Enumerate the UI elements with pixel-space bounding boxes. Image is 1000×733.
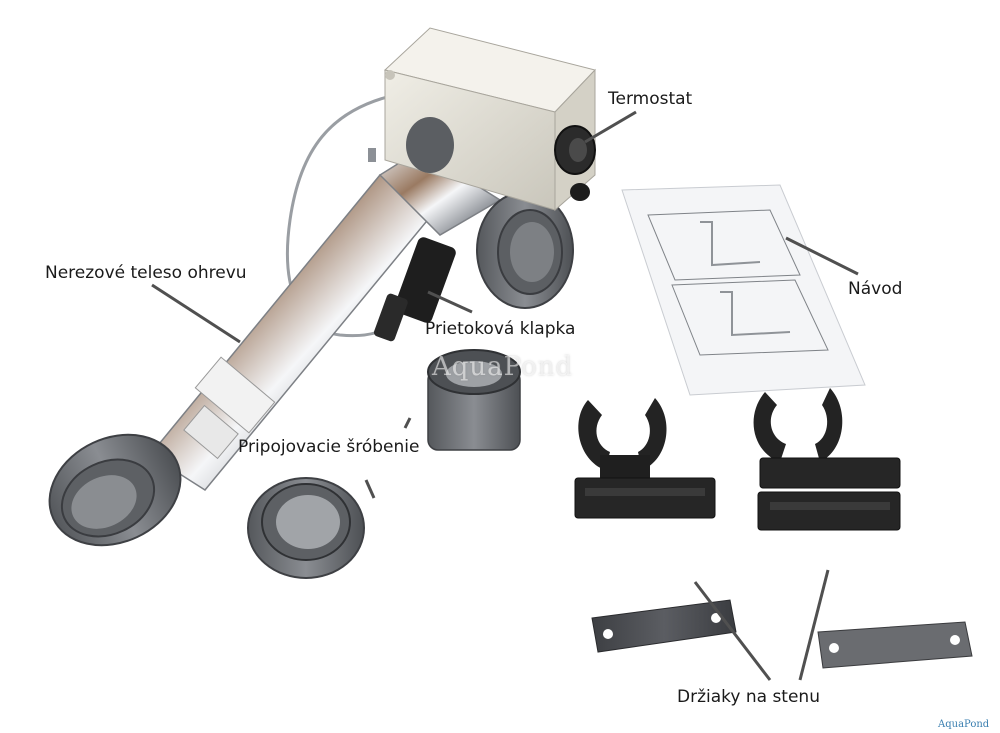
label-heating-body: Nerezové teleso ohrevu: [45, 263, 247, 283]
pipe-clamp-right: [753, 388, 901, 531]
wall-plate-left: [591, 599, 737, 653]
label-connector-unions: Pripojovacie šróbenie: [238, 437, 420, 457]
leader-navod: [785, 236, 859, 276]
manual-booklet: [621, 184, 866, 396]
label-manual: Návod: [848, 279, 903, 299]
connector-union-upper: [427, 349, 521, 451]
pipe-clamp-left: [574, 398, 716, 519]
connector-union-lower: [247, 477, 365, 579]
power-cable: [285, 93, 397, 338]
leader-drziaky-right: [798, 569, 830, 681]
label-thermostat: Termostat: [608, 89, 693, 109]
outlet-union: [476, 191, 574, 309]
label-flow-switch: Prietoková klapka: [425, 319, 576, 339]
wall-plate-right: [817, 621, 973, 669]
leader-srobenie: [364, 479, 376, 499]
leader-teleso: [151, 283, 241, 344]
leader-srobenie-upper: [403, 417, 412, 429]
leader-termostat: [584, 110, 637, 144]
stainless-heating-body: [148, 148, 502, 491]
tube-end-union: [48, 433, 182, 547]
label-wall-brackets: Držiaky na stenu: [677, 687, 820, 707]
leader-klapka: [427, 290, 473, 314]
flow-switch: [373, 237, 456, 342]
thermostat-box: [383, 27, 596, 212]
leader-drziaky-left: [693, 581, 772, 681]
leader-lines: [151, 110, 859, 681]
watermark-logo-corner: AquaPond: [938, 719, 990, 730]
watermark-logo-center: AquaPond: [432, 352, 574, 382]
